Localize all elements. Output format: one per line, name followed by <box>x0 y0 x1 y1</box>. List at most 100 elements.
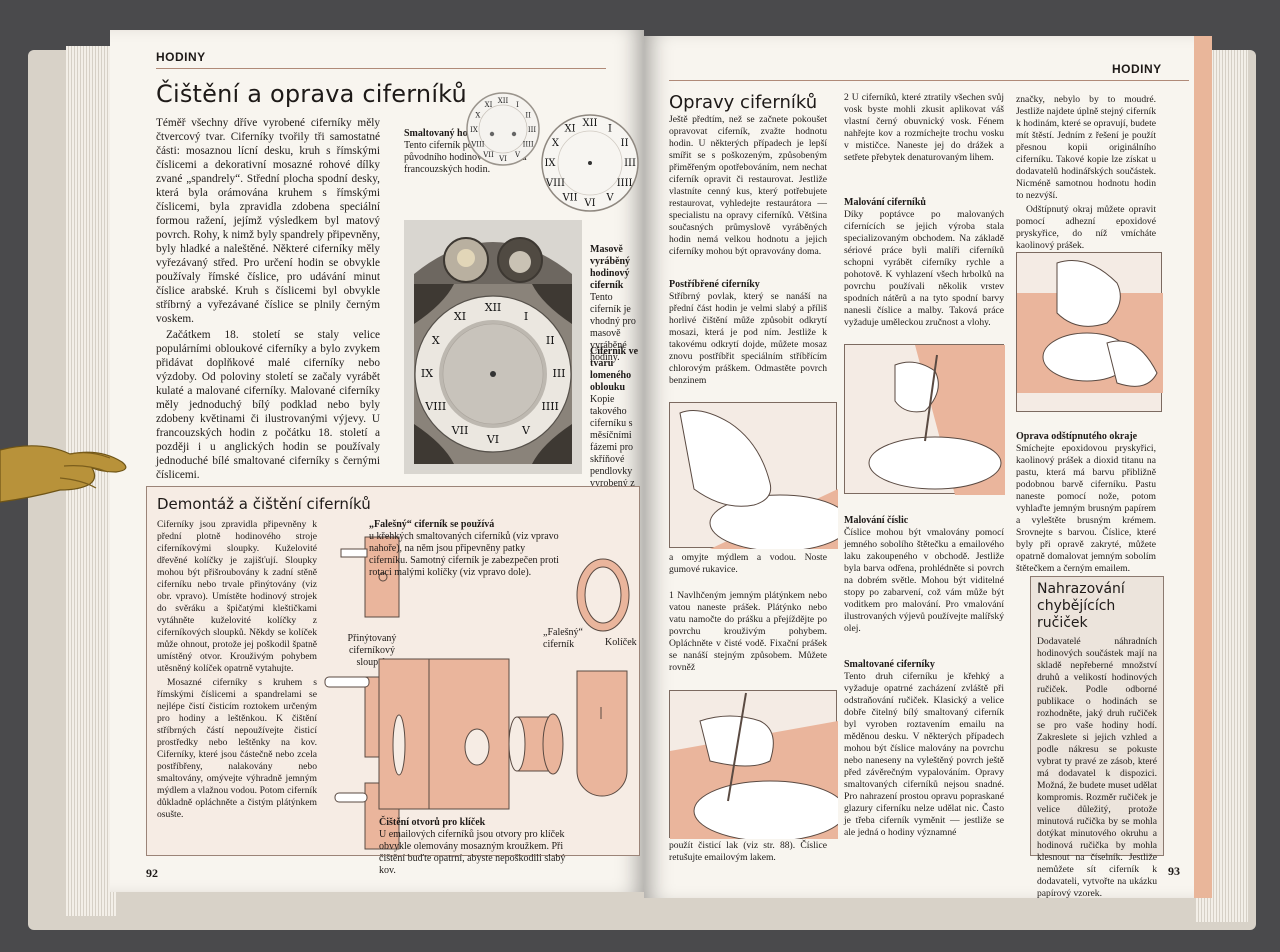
intro-paragraph-2: Začátkem 18. století se staly velice pop… <box>156 329 380 481</box>
step-2-text: 2 U ciferníků, které ztratily všechen sv… <box>844 92 1004 163</box>
caption-arch-heading: Ciferník ve tvaru lomeného oblouku <box>590 346 639 393</box>
false-dial-caption: „Falešný“ ciferník se používá u křehkých… <box>369 519 559 579</box>
right-page: HODINY Opravy ciferníků Ještě předtím, n… <box>644 36 1212 898</box>
enamel-text: Tento druh ciferníku je křehký a vyžaduj… <box>844 671 1004 838</box>
keyhole-cleaning-caption: Čištění otvorů pro klíček U emailových c… <box>379 817 575 877</box>
keyhole-text: U emailových ciferníků jsou otvory pro k… <box>379 829 566 876</box>
false-dial-ring <box>576 558 630 632</box>
label-false-dial: „Falešný“ ciferník <box>543 627 583 650</box>
dial-numeral: VIII <box>470 141 485 149</box>
chip-repair-illustration <box>1016 252 1163 412</box>
silver-section: Postříbřené ciferníky Stříbrný povlak, k… <box>669 276 827 389</box>
painted-heading: Malování ciferníků <box>844 197 926 208</box>
dial-numeral: VII <box>451 424 469 437</box>
keyhole-heading: Čištění otvorů pro klíček <box>379 817 486 828</box>
chip-repair-section: Oprava odštípnutého okraje Smíchejte epo… <box>1016 428 1156 577</box>
dial-numeral: V <box>521 424 531 437</box>
missing-hands-box: Nahrazování chybějících ručiček Dodavate… <box>1030 576 1164 898</box>
dial-numeral: XI <box>564 123 575 134</box>
caption-brass-text: Tento ciferník je vhodný pro masově vyrá… <box>590 292 636 363</box>
silver-text: Stříbrný povlak, který se nanáší na před… <box>669 291 827 386</box>
column-3-para-2: Odštípnutý okraj můžete opravit pomocí a… <box>1016 204 1156 251</box>
dial-numeral: IX <box>544 158 556 169</box>
dial-numeral: IX <box>470 126 478 134</box>
dial-numeral: X <box>475 112 480 120</box>
step-1-continued: použít čisticí lak (viz str. 88). Číslic… <box>669 840 827 863</box>
dial-numeral: II <box>621 138 629 149</box>
dial-numeral: IIII <box>542 400 559 413</box>
intro-text: Téměř všechny dříve vyrobené ciferníky m… <box>156 116 380 484</box>
chip-text: Smíchejte epoxidovou pryskyřici, kaolino… <box>1016 443 1156 574</box>
numbers-heading: Malování číslic <box>844 515 909 526</box>
missing-hands-title: Nahrazování chybějících ručiček <box>1037 581 1125 631</box>
false-dial-text: u křehkých smaltovaných ciferníků (viz v… <box>369 531 559 578</box>
dial-numeral: IX <box>421 367 433 380</box>
missing-hands-text: Dodavatelé náhradních hodinových součást… <box>1037 636 1157 898</box>
enamel-section: Smaltované ciferníky Tento druh ciferník… <box>844 656 1004 841</box>
title-rule-right <box>669 80 1189 81</box>
dial-numeral: V <box>605 193 614 204</box>
dial-numeral: III <box>528 126 537 134</box>
running-head-right: HODINY <box>1112 62 1162 76</box>
dial-numeral: IIII <box>523 141 534 149</box>
dial-numeral: VI <box>583 198 595 209</box>
dial-numeral: XII <box>485 301 502 314</box>
caption-brass-dial: Masově vyráběný hodinový ciferník Tento … <box>590 244 642 364</box>
dial-numeral: II <box>546 334 555 347</box>
title-rule <box>156 68 606 69</box>
step-1-text: 1 Navlhčeným jemným plátýnkem nebo vatou… <box>669 590 827 673</box>
numbers-section: Malování číslic Číslice mohou být vmalov… <box>844 512 1004 637</box>
intro-text-right: Ještě předtím, než se začnete pokoušet o… <box>669 114 827 257</box>
silver-continued: a omyjte mýdlem a vodou. Noste gumové ru… <box>669 552 827 575</box>
label-pin: Kolíček <box>605 637 637 648</box>
caption-enamel-text: Tento ciferník pochází z původního hodin… <box>404 140 527 175</box>
caption-arch-dial: Ciferník ve tvaru lomeného oblouku Kopie… <box>590 346 642 502</box>
dial-numeral: XII <box>582 118 597 129</box>
false-dial-heading: „Falešný“ ciferník se používá <box>369 519 495 530</box>
dial-numeral: XI <box>454 310 466 323</box>
painted-text: Díky poptávce po malovaných cifernících … <box>844 209 1004 328</box>
dial-numeral: II <box>525 112 531 120</box>
box-paragraph-1: Ciferníky jsou zpravidla připevněny k př… <box>157 519 317 674</box>
silver-heading: Postříbřené ciferníky <box>669 279 760 290</box>
left-page: HODINY Čištění a oprava ciferníků Téměř … <box>110 30 644 892</box>
numbers-text: Číslice mohou být vmalovány pomocí jemné… <box>844 527 1004 634</box>
dial-numeral: I <box>608 123 612 134</box>
box-title: Demontáž a čištění ciferníků <box>157 495 371 513</box>
dial-numeral: VII <box>561 193 577 204</box>
silvering-illustration <box>669 402 851 552</box>
box-paragraph-2: Mosazné ciferníky s kruhem s římskými čí… <box>157 677 317 820</box>
dial-numeral: VII <box>482 151 494 159</box>
disassembly-box: Demontáž a čištění ciferníků Ciferníky j… <box>146 486 640 876</box>
dial-assembly-illustration <box>378 658 628 810</box>
dial-numeral: VIII <box>424 400 446 413</box>
column-3-top: značky, nebylo by to moudré. Jestliže na… <box>1016 94 1156 254</box>
page-number-left: 92 <box>146 866 158 880</box>
painting-illustration <box>844 344 1005 495</box>
box-text: Ciferníky jsou zpravidla připevněny k př… <box>157 519 317 823</box>
brass-hand-page-holder <box>0 445 127 503</box>
page-number-right: 93 <box>1168 864 1180 878</box>
intro-paragraph-1: Téměř všechny dříve vyrobené ciferníky m… <box>156 117 380 325</box>
page-title-right: Opravy ciferníků <box>669 92 818 113</box>
dial-numeral: III <box>552 367 565 380</box>
caption-brass-heading: Masově vyráběný hodinový ciferník <box>590 244 630 291</box>
dial-numeral: VI <box>498 155 507 163</box>
dial-numeral: I <box>524 310 528 323</box>
dial-numeral: VIII <box>545 178 565 189</box>
label-riveted-post: Přinýtovaný ciferníkový sloupek <box>347 633 397 668</box>
dial-numeral: X <box>552 138 560 149</box>
dial-numeral: VI <box>486 433 499 446</box>
column-1-intro: Ještě předtím, než se začnete pokoušet o… <box>669 114 827 260</box>
dial-numeral: X <box>432 334 440 347</box>
dial-numeral: III <box>624 158 636 169</box>
running-head-left: HODINY <box>156 50 206 64</box>
dial-numeral: XI <box>485 101 493 109</box>
page-title-left: Čištění a oprava ciferníků <box>156 80 467 108</box>
dial-numeral: XII <box>498 97 509 105</box>
dial-numeral: IIII <box>617 178 633 189</box>
dial-numeral: I <box>516 101 519 109</box>
painted-section: Malování ciferníků Díky poptávce po malo… <box>844 194 1004 331</box>
